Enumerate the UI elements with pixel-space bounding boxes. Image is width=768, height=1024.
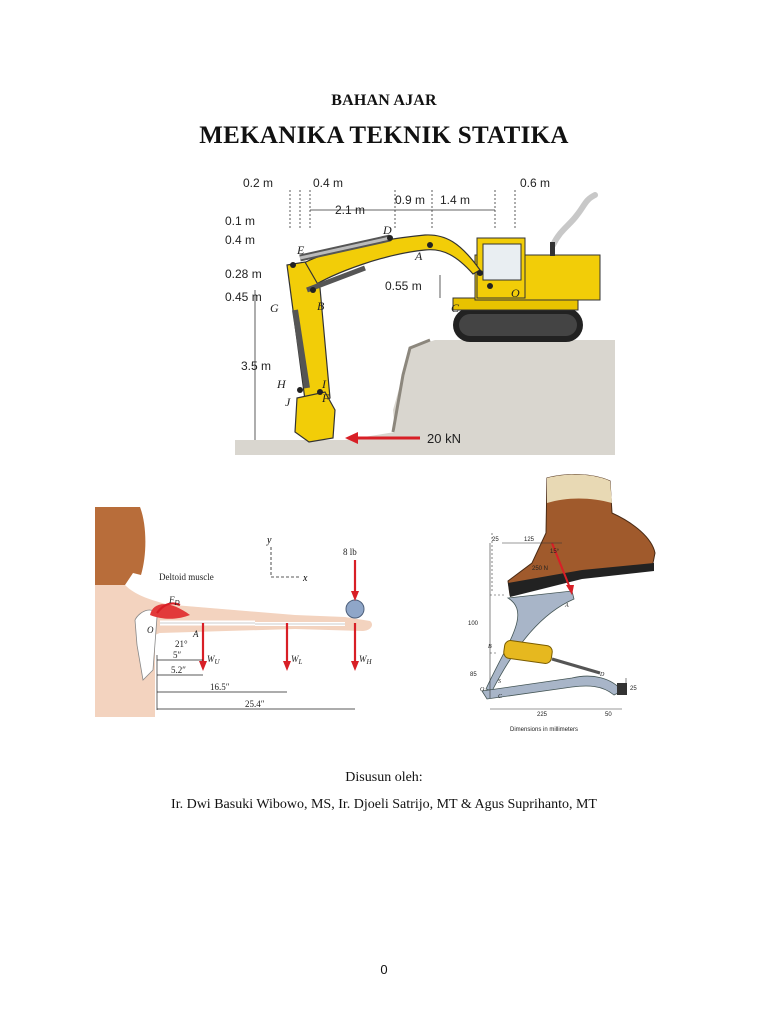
dim-5-2in: 5.2″: [171, 665, 186, 675]
weight-label: 8 lb: [343, 547, 357, 557]
pedal-point-a: A: [564, 603, 569, 609]
point-b: B: [317, 299, 325, 313]
pedal-point-c: C: [498, 694, 503, 700]
fd-label: FD: [168, 595, 180, 607]
point-e: E: [296, 243, 305, 257]
authors-line: Ir. Dwi Basuki Wibowo, MS, Ir. Djoeli Sa…: [171, 797, 597, 812]
prepared-by-label: Disusun oleh:: [345, 770, 423, 785]
force-arrows: [156, 560, 359, 671]
excavator-figure: 0.2 m 0.4 m 2.1 m 0.9 m 1.4 m 0.6 m 0.1 …: [225, 176, 615, 455]
dim-25-right: 25: [630, 686, 637, 692]
dim-1-4m: 1.4 m: [440, 193, 470, 207]
dim-0-6m: 0.6 m: [520, 176, 550, 190]
excavator-point-labels: D A E G B C O H I J F: [270, 223, 520, 409]
deltoid-muscle: [150, 604, 190, 619]
dim-0-9m: 0.9 m: [395, 193, 425, 207]
point-a-label: A: [192, 629, 199, 639]
dim-85: 85: [470, 672, 477, 678]
bucket: [294, 391, 336, 443]
dim-2-1m: 2.1 m: [335, 203, 365, 217]
wh-label: WH: [359, 654, 373, 666]
dim-16-5in: 16.5″: [210, 682, 230, 692]
dim-225: 225: [537, 712, 548, 718]
deltoid-label: Deltoid muscle: [159, 572, 214, 582]
dim-0-1m: 0.1 m: [225, 214, 255, 228]
point-o: O: [511, 286, 520, 300]
point-g: G: [270, 301, 279, 315]
document-subtitle: BAHAN AJAR: [331, 92, 437, 109]
dim-0-4m-top: 0.4 m: [313, 176, 343, 190]
dim-0-55m: 0.55 m: [385, 279, 422, 293]
pedal-figure: 25 125 100 85 225 50 25 250 N 15° Dimens…: [468, 474, 656, 733]
dim-3-5m: 3.5 m: [241, 359, 271, 373]
person-hair: [95, 507, 146, 585]
arm-figure: y x Deltoid muscle FD 21° 8 lb O A WU WL…: [95, 507, 373, 717]
force-label: 20 kN: [427, 431, 461, 446]
point-c: C: [451, 301, 460, 315]
wl-label: WL: [291, 654, 303, 666]
dim-50: 50: [605, 712, 612, 718]
angle-15: 15°: [550, 549, 560, 555]
point-d: D: [382, 223, 392, 237]
axis-x-label: x: [302, 573, 308, 584]
point-h: H: [276, 377, 287, 391]
exhaust-smoke: [550, 192, 598, 248]
point-f: F: [321, 391, 330, 405]
dim-100: 100: [468, 621, 479, 627]
wu-label: WU: [207, 654, 221, 666]
pedal-point-d: D: [599, 672, 605, 678]
pedal-arm: [485, 590, 575, 692]
page-number: 0: [380, 962, 388, 977]
dim-0-45m: 0.45 m: [225, 290, 262, 304]
pedal-point-b: B: [488, 644, 492, 650]
dim-0-28m: 0.28 m: [225, 267, 262, 281]
angle-label: 21°: [175, 639, 188, 649]
dim-5in: 5″: [173, 650, 182, 660]
hydraulic-cylinder: [503, 640, 553, 664]
document-title: MEKANIKA TEKNIK STATIKA: [199, 122, 569, 149]
held-ball: [345, 599, 365, 619]
force-label-250n: 250 N: [532, 566, 548, 572]
ground: [235, 340, 615, 455]
dim-25-top: 25: [492, 537, 499, 543]
point-i: I: [321, 377, 327, 391]
point-j: J: [285, 395, 291, 409]
dim-25-4in: 25.4″: [245, 699, 265, 709]
person-arm: [150, 603, 373, 633]
point-a: A: [414, 249, 423, 263]
pedal-point-s: S: [498, 679, 501, 685]
dimensions-caption: Dimensions in millimeters: [510, 727, 578, 733]
axis-y-label: y: [266, 535, 272, 546]
pedal-point-o: O: [480, 687, 485, 693]
cliff-edge: [391, 338, 431, 433]
dim-125: 125: [524, 537, 535, 543]
dim-0-2m: 0.2 m: [243, 176, 273, 190]
dim-0-4m-left: 0.4 m: [225, 233, 255, 247]
point-o-label: O: [147, 625, 154, 635]
pedal-base: [481, 675, 623, 700]
excavator-dimensions: 0.2 m 0.4 m 2.1 m 0.9 m 1.4 m 0.6 m 0.1 …: [225, 176, 550, 373]
